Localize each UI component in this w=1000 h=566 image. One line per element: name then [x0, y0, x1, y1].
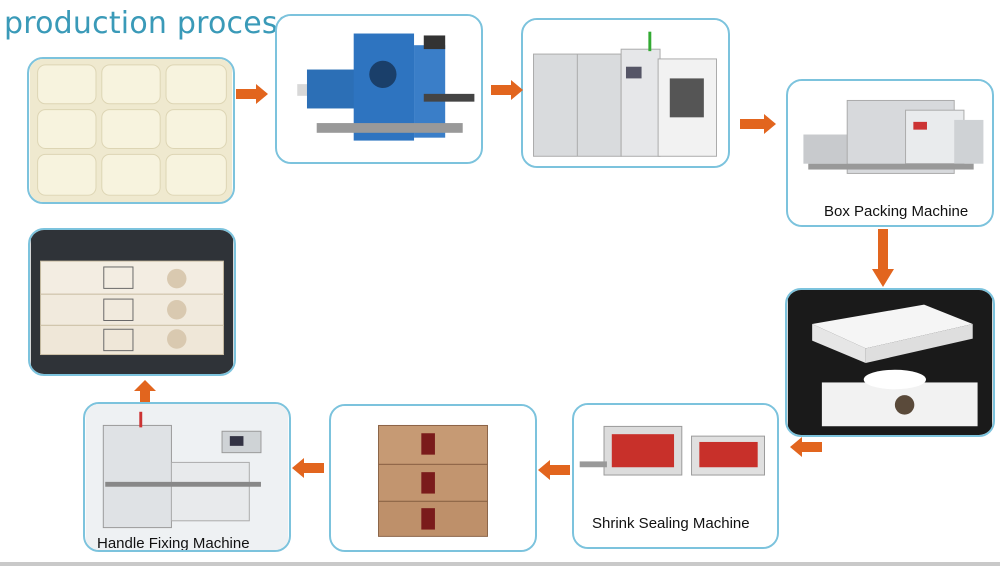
- arrow-up-icon: [134, 380, 156, 402]
- shrink-sealing-machine-image: [574, 405, 777, 547]
- step-card-boxed-tissue: [785, 288, 995, 437]
- arrow-left-icon: [790, 437, 822, 457]
- boxed-tissue-image: [787, 290, 993, 435]
- box-packing-machine-image: [788, 81, 992, 225]
- page-title: production process: [4, 6, 294, 41]
- arrow-down-icon: [872, 229, 894, 287]
- step-caption-shrink-sealing: Shrink Sealing Machine: [592, 515, 750, 532]
- arrow-right-icon: [491, 80, 523, 100]
- step-caption-box-packing: Box Packing Machine: [824, 203, 969, 220]
- arrow-right-icon: [740, 114, 776, 134]
- arrow-right-icon: [236, 84, 268, 104]
- step-card-finished-boxes: [28, 228, 236, 376]
- step-card-box-packing: Box Packing Machine: [786, 79, 994, 227]
- step-card-shrink-sealing: Shrink Sealing Machine: [572, 403, 779, 549]
- arrow-left-icon: [538, 460, 570, 480]
- step-caption-handle-fixing: Handle Fixing Machine: [97, 535, 250, 552]
- step-card-packed-boxes: [329, 404, 537, 552]
- handle-fixing-machine-image: [85, 404, 289, 550]
- folding-machine-image: [277, 16, 481, 162]
- arrow-left-icon: [292, 458, 324, 478]
- step-card-cutting-machine: [521, 18, 730, 168]
- packed-boxes-image: [331, 406, 535, 550]
- step-card-folding-machine: [275, 14, 483, 164]
- tissue-rolls-image: [29, 59, 233, 202]
- finished-boxes-image: [30, 230, 234, 374]
- step-card-tissue-rolls: [27, 57, 235, 204]
- step-card-handle-fixing: Handle Fixing Machine: [83, 402, 291, 552]
- bottom-divider: [0, 562, 1000, 566]
- cutting-machine-image: [523, 20, 728, 166]
